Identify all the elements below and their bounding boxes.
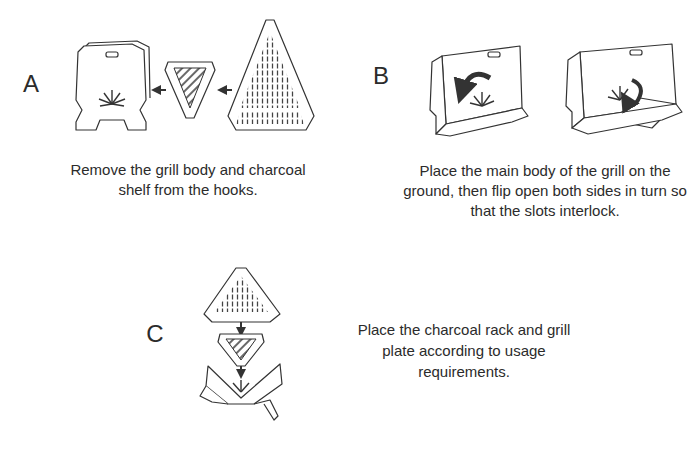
step-letter: B [366, 62, 396, 90]
grill-side-wing [566, 52, 584, 128]
hanging-slot [106, 52, 118, 57]
arrow-left [156, 89, 166, 91]
hanging-slot [488, 52, 500, 57]
grill-plate [204, 268, 280, 322]
arrow-left [222, 89, 232, 91]
vent-sunburst [470, 92, 494, 106]
vent-sunburst [99, 90, 125, 106]
grill-plate-slots [240, 32, 300, 108]
charcoal-shelf-grid [226, 339, 256, 360]
hanging-slot [630, 50, 642, 55]
step-letter: A [16, 70, 46, 98]
grill-base [572, 104, 682, 134]
flip-arrow [462, 74, 490, 92]
grill-plate-slots [214, 276, 268, 312]
instruction-caption: Remove the grill body and charcoal shelf… [60, 160, 316, 200]
grill-leg [200, 386, 228, 404]
vent-sunburst [233, 380, 249, 392]
instruction-caption: Place the charcoal rack and grill plate … [346, 319, 582, 382]
charcoal-shelf-grid [174, 68, 206, 108]
grill-base [436, 108, 528, 136]
charcoal-shelf [218, 334, 264, 366]
grill-body [76, 44, 146, 130]
step-letter: C [140, 320, 170, 348]
grill-plate [228, 20, 314, 130]
arrow-down [240, 366, 242, 374]
charcoal-shelf [165, 62, 215, 118]
instruction-caption: Place the main body of the grill on the … [395, 161, 695, 221]
grill-plate-lower-slots [236, 112, 304, 124]
vent-sunburst [608, 86, 628, 100]
grill-side-wing [430, 56, 446, 134]
grill-leg [254, 400, 278, 420]
flip-arrow [626, 80, 641, 105]
arrow-down [240, 322, 242, 332]
